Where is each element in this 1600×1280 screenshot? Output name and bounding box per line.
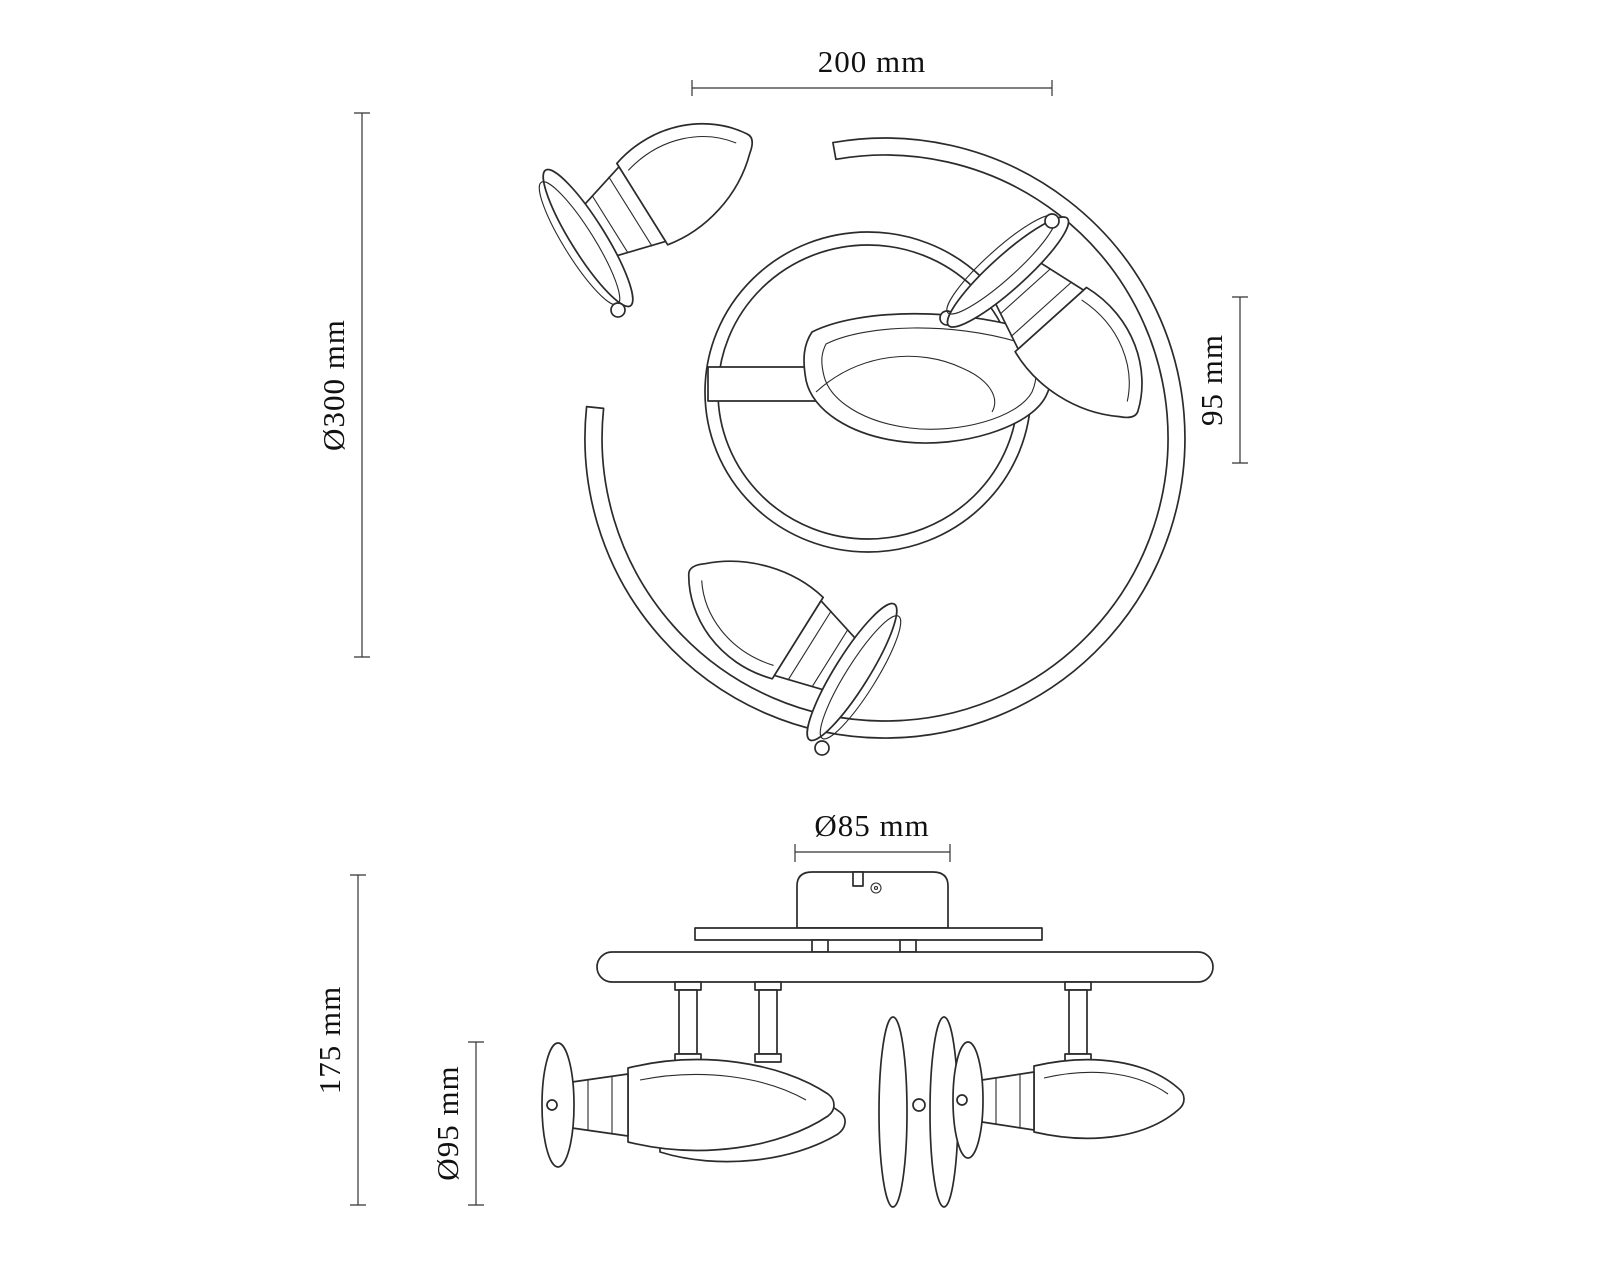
side-head-right xyxy=(952,1041,1185,1159)
shade-glass-highlight xyxy=(627,136,737,171)
dimension-200mm: 200 mm xyxy=(691,44,1053,96)
dimension-95mm: 95 mm xyxy=(1194,296,1248,464)
dimension-95mm-shade-label: Ø95 mm xyxy=(430,1065,465,1180)
shade-glass xyxy=(627,1058,835,1152)
plate-hole xyxy=(956,1094,968,1106)
plate-connector-left xyxy=(811,939,829,953)
shade-clamp-lines xyxy=(1000,268,1073,338)
back-plate xyxy=(952,1041,984,1159)
side-head-left xyxy=(541,1042,846,1168)
center-canopy-inner-edge xyxy=(821,327,1037,430)
spotlight-head-2 xyxy=(946,214,1143,419)
dimension-200mm-label: 200 mm xyxy=(818,44,926,79)
head-1-knob xyxy=(610,302,626,318)
stem-2 xyxy=(754,981,782,1063)
shade-glass xyxy=(615,123,754,246)
plate-hole xyxy=(546,1099,558,1111)
shade-clamp-lines xyxy=(787,610,848,687)
back-plate xyxy=(541,1042,575,1168)
shade-glass-highlight xyxy=(1043,1071,1169,1095)
dimension-95mm-shade: Ø95 mm xyxy=(430,1041,484,1206)
top-view-drawing xyxy=(538,123,1186,756)
spotlight-head-1 xyxy=(538,123,754,308)
head-3-knob xyxy=(814,740,830,756)
stem-3 xyxy=(1064,981,1092,1063)
disc-left xyxy=(878,1016,908,1208)
side-view-drawing xyxy=(541,871,1214,1208)
dimension-85mm: Ø85 mm xyxy=(794,808,951,862)
head-2-knob xyxy=(1044,213,1060,229)
dimension-175mm-label: 175 mm xyxy=(312,986,347,1094)
dimension-175mm: 175 mm xyxy=(312,874,366,1206)
ceiling-canopy xyxy=(796,871,949,929)
back-plate xyxy=(806,602,898,742)
center-canopy-wave-line xyxy=(815,355,996,413)
dimension-line xyxy=(468,1041,484,1206)
side-head-middle xyxy=(878,1016,959,1208)
dimension-line xyxy=(794,844,951,862)
canopy-screw-slot xyxy=(852,871,864,887)
mounting-plate xyxy=(694,927,1043,941)
dimension-300mm-label: Ø300 mm xyxy=(316,319,351,451)
canopy-screw-center xyxy=(873,885,879,891)
shade-glass-highlight xyxy=(701,580,774,666)
back-plate-rim xyxy=(819,615,902,740)
shade-glass xyxy=(1014,286,1143,419)
shade-glass xyxy=(687,560,825,680)
plate-connector-right xyxy=(899,939,917,953)
dimension-300mm: Ø300 mm xyxy=(316,112,370,658)
shade-clamp-lines xyxy=(587,1076,613,1134)
shade-clamp xyxy=(981,1071,1035,1131)
dimension-line xyxy=(691,80,1053,96)
shade-glass xyxy=(1033,1058,1185,1140)
back-plate xyxy=(542,168,634,308)
dimension-line xyxy=(1232,296,1248,464)
stem-1 xyxy=(674,981,702,1063)
pivot-ball xyxy=(912,1098,926,1112)
shade-clamp-lines xyxy=(995,1074,1021,1128)
shade-clamp xyxy=(571,1073,629,1137)
canopy-screw-head xyxy=(870,882,882,894)
main-bar xyxy=(596,951,1214,983)
dimension-line xyxy=(350,874,366,1206)
back-plate xyxy=(946,216,1070,328)
shade-clamp-lines xyxy=(592,176,653,253)
outer-spiral-arm xyxy=(584,137,1186,739)
dimension-line xyxy=(354,112,370,658)
shade-glass-highlight xyxy=(1081,299,1130,402)
dimension-95mm-label: 95 mm xyxy=(1194,334,1229,426)
shade-glass-highlight xyxy=(639,1073,807,1101)
dimension-85mm-label: Ø85 mm xyxy=(814,808,929,843)
spotlight-head-3 xyxy=(687,560,902,742)
